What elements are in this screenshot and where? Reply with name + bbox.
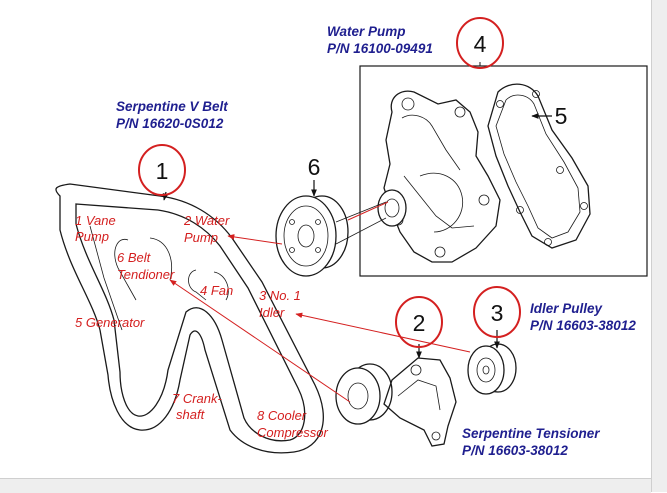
water-pump-pn: P/N 16100-09491: [327, 41, 433, 56]
tensioner-title: Serpentine Tensioner: [462, 426, 600, 441]
water-pump-title: Water Pump: [327, 24, 406, 39]
water-pump-arrow: [227, 234, 283, 245]
label-water-pump-2: Pump: [184, 230, 218, 245]
label-water-pump-1: 2 Water: [183, 213, 230, 228]
label-crankshaft-1: 7 Crank-: [172, 391, 223, 406]
callout-number-3: 3: [491, 300, 504, 326]
label-cooler-2: Compressor: [257, 425, 328, 440]
gasket-drawing: [487, 83, 591, 249]
callout-number-2: 2: [413, 310, 426, 336]
idler-arrow: [295, 312, 471, 353]
label-belt-tensioner-1: 6 Belt: [117, 250, 152, 265]
idler-pulley-drawing: [467, 343, 517, 395]
pump-hub-arrow: [347, 201, 389, 221]
label-vane-pump-2: Pump: [75, 229, 109, 244]
callout-number-4: 4: [474, 31, 487, 57]
callout-number-6: 6: [308, 154, 321, 180]
label-crankshaft-2: shaft: [176, 407, 206, 422]
water-pump-box: [359, 62, 648, 277]
callout-circle-1: [138, 144, 186, 196]
tensioner-pn: P/N 16603-38012: [462, 443, 568, 458]
idler-title: Idler Pulley: [530, 301, 604, 316]
tensioner-arrow: [169, 279, 351, 403]
tensioner-drawing: [335, 357, 457, 447]
scrollbar-horizontal[interactable]: [0, 478, 651, 493]
belt-diagram: 1 4 2 3 6 5 Water Pump P/N 16100-09491 S…: [55, 17, 648, 458]
label-idler-2: Idler: [259, 305, 285, 320]
idler-pn: P/N 16603-38012: [530, 318, 636, 333]
label-vane-pump-1: 1 Vane: [75, 213, 116, 228]
label-generator: 5 Generator: [75, 315, 145, 330]
scrollbar-vertical[interactable]: [651, 0, 667, 492]
label-cooler-1: 8 Cooler: [257, 408, 307, 423]
belt-title: Serpentine V Belt: [116, 99, 228, 114]
callout-number-5: 5: [555, 103, 568, 129]
water-pump-drawing: [377, 90, 501, 263]
callout-circle-2: [395, 296, 443, 348]
belt-pn: P/N 16620-0S012: [116, 116, 224, 131]
callout-circle-4: [456, 17, 504, 69]
label-idler-1: 3 No. 1: [259, 288, 301, 303]
water-pump-pulley: [275, 195, 387, 277]
label-belt-tensioner-2: Tendioner: [117, 267, 175, 282]
callout-number-1: 1: [156, 158, 169, 184]
serpentine-belt: [55, 183, 324, 454]
callout-1-leader: [162, 191, 169, 201]
callout-circle-3: [473, 286, 521, 338]
label-fan: 4 Fan: [200, 283, 233, 298]
